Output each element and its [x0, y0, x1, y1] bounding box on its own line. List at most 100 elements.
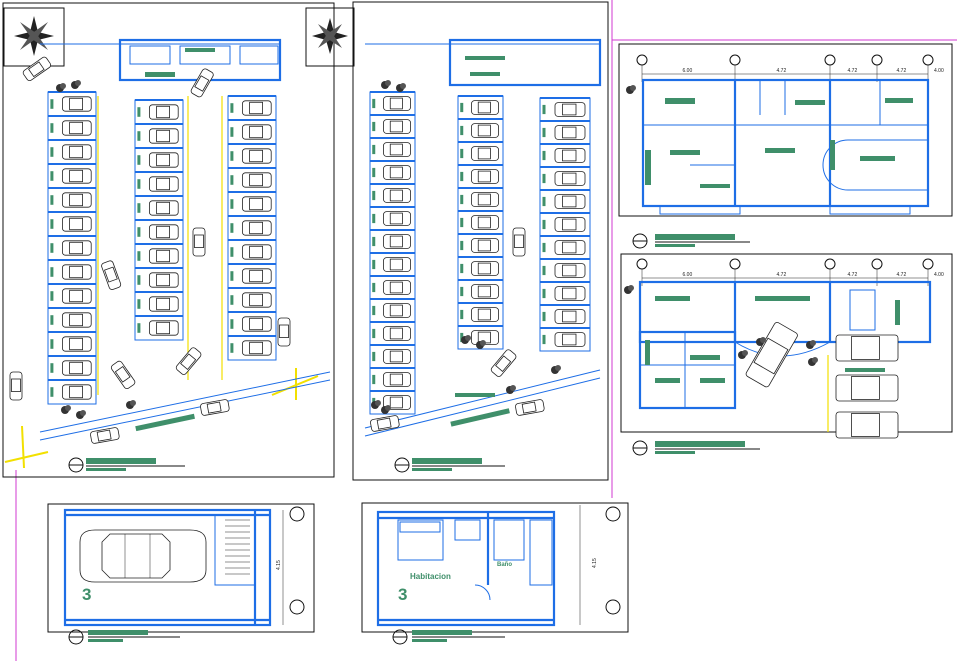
tree-icon [71, 80, 81, 89]
dimension-label: 4.72 [848, 272, 858, 278]
room-label-bathroom: Baño [497, 562, 512, 568]
tree-icon [61, 405, 71, 414]
car-icon [148, 152, 179, 168]
car-icon [241, 124, 272, 140]
tree-icon [371, 400, 381, 409]
car-icon [148, 320, 179, 336]
axis-marker-icon [636, 54, 648, 82]
tree-icon [396, 83, 406, 92]
car-icon [383, 165, 411, 180]
car-icon [200, 399, 230, 416]
dimension-label: 4.15 [276, 560, 282, 570]
tree-icon [808, 357, 818, 366]
tree-icon [506, 385, 516, 394]
car-icon [241, 196, 272, 212]
car-icon [515, 399, 545, 416]
car-icon [471, 261, 499, 276]
car-icon [175, 347, 202, 375]
car-icon [90, 427, 120, 444]
unit-number: 3 [398, 585, 407, 604]
tree-icon [476, 340, 486, 349]
car-icon [79, 529, 207, 583]
dimension-label: 6.00 [683, 68, 693, 74]
axis-marker-icon [729, 54, 741, 82]
car-icon [471, 215, 499, 230]
section-marker-icon [68, 629, 180, 645]
car-icon [62, 384, 92, 400]
car-icon [471, 238, 499, 253]
section-marker-icon [394, 457, 505, 473]
car-icon [471, 192, 499, 207]
car-icon [148, 128, 179, 144]
car-icon [383, 349, 411, 364]
car-icon [745, 322, 798, 388]
unit-number: 3 [82, 585, 91, 604]
car-icon [554, 309, 586, 324]
car-icon [148, 224, 179, 240]
car-icon [383, 211, 411, 226]
car-icon [835, 334, 899, 362]
car-icon [554, 263, 586, 278]
car-icon [62, 192, 92, 208]
tree-icon [126, 400, 136, 409]
dimension-label: 4.72 [897, 272, 907, 278]
section-marker-icon [68, 457, 185, 473]
car-icon [62, 240, 92, 256]
dimension-label: 6.00 [683, 272, 693, 278]
car-icon [192, 227, 206, 257]
car-icon [554, 148, 586, 163]
tree-icon [756, 337, 766, 346]
car-icon [383, 395, 411, 410]
car-icon [554, 102, 586, 117]
car-icon [554, 332, 586, 347]
car-icon [383, 372, 411, 387]
car-icon [241, 172, 272, 188]
tree-icon [461, 335, 471, 344]
section-marker-icon [392, 629, 505, 645]
car-icon [241, 292, 272, 308]
car-icon [9, 371, 23, 401]
car-icon [241, 220, 272, 236]
tree-icon [76, 410, 86, 419]
car-icon [383, 280, 411, 295]
car-icon [101, 260, 122, 290]
car-icon [554, 125, 586, 140]
car-icon [148, 248, 179, 264]
car-icon [554, 171, 586, 186]
car-icon [22, 56, 52, 82]
car-icon [471, 100, 499, 115]
compass-rose-icon [312, 18, 348, 54]
car-icon [62, 312, 92, 328]
car-icon [190, 68, 214, 98]
car-icon [62, 336, 92, 352]
car-icon [277, 317, 291, 347]
axis-marker-icon [871, 258, 883, 286]
dimension-label: 4.00 [934, 68, 944, 74]
car-icon [383, 303, 411, 318]
tree-icon [626, 85, 636, 94]
car-icon [110, 360, 136, 390]
car-icon [835, 374, 899, 402]
car-icon [471, 307, 499, 322]
axis-marker-icon [636, 258, 648, 286]
car-icon [383, 257, 411, 272]
car-icon [241, 316, 272, 332]
car-icon [490, 349, 517, 377]
car-icon [554, 240, 586, 255]
car-icon [383, 119, 411, 134]
car-icon [62, 144, 92, 160]
tree-icon [738, 350, 748, 359]
dimension-label: 4.72 [777, 68, 787, 74]
car-icon [835, 411, 899, 439]
car-icon [62, 216, 92, 232]
site-plan-left [2, 2, 335, 478]
detail-bedroom: Habitacion Baño 3 4.15 [361, 502, 629, 645]
tree-icon [381, 405, 391, 414]
car-icon [383, 96, 411, 111]
car-icon [471, 169, 499, 184]
tree-icon [56, 83, 66, 92]
dimension-label: 4.72 [848, 68, 858, 74]
car-icon [148, 200, 179, 216]
car-icon [383, 234, 411, 249]
